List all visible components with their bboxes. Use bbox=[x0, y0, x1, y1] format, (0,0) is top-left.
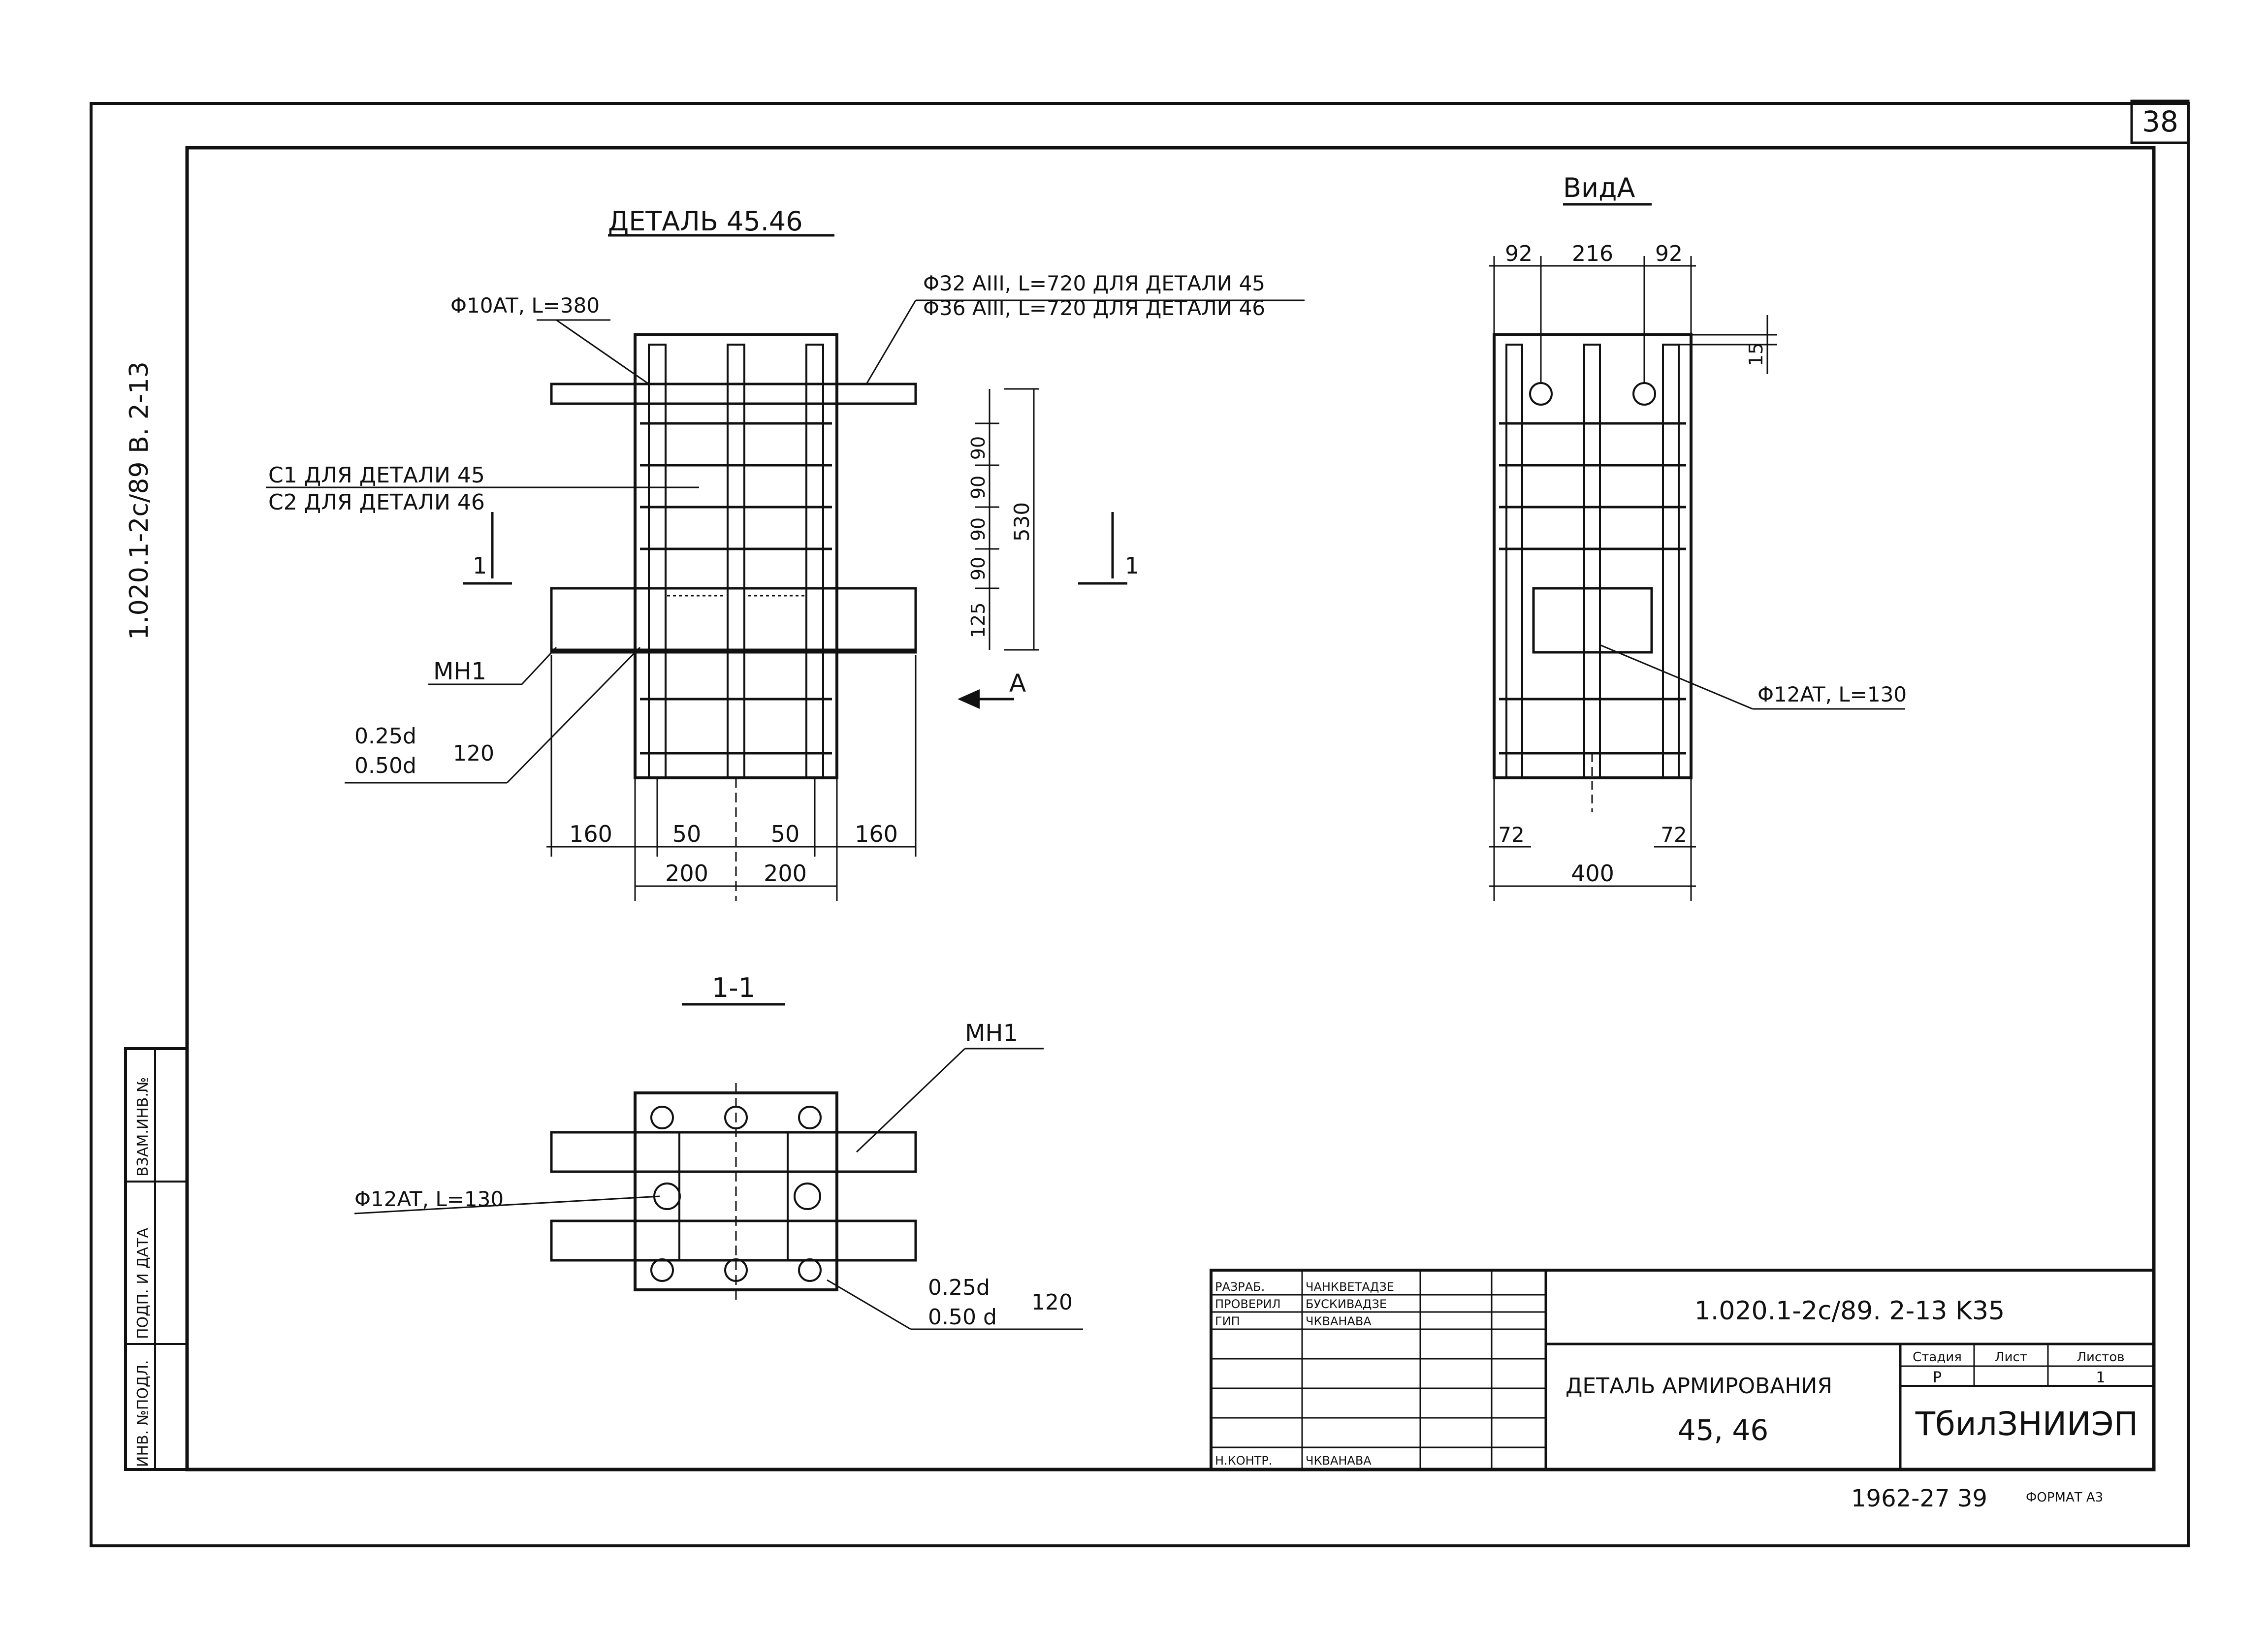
organization: ТбилЗНИИЭП bbox=[1915, 1405, 2139, 1443]
dim-b2-2: 200 bbox=[764, 860, 807, 887]
view-a-dim-b2: 72 bbox=[1661, 823, 1687, 847]
tb-name-4: ЧКВАНАВА bbox=[1306, 1454, 1372, 1468]
side-stamp-label-2: ПОДП. И ДАТА bbox=[134, 1227, 152, 1339]
section-1-1-drawing bbox=[354, 1003, 1083, 1330]
bar-label-46: Φ36 AIII, L=720 ДЛЯ ДЕТАЛИ 46 bbox=[923, 296, 1265, 320]
dim-v-4: 90 bbox=[967, 557, 989, 580]
sheet-frame bbox=[90, 99, 2190, 1547]
view-a-dim-2: 216 bbox=[1572, 241, 1613, 266]
tb-name-3: ЧКВАНАВА bbox=[1306, 1314, 1372, 1328]
sheet-number: 38 bbox=[2142, 105, 2178, 138]
bar-label-45: Φ32 AIII, L=720 ДЛЯ ДЕТАЛИ 45 bbox=[923, 271, 1265, 295]
detail-main-title: ДЕТАЛЬ 45.46 bbox=[608, 206, 803, 237]
side-stamp bbox=[124, 1047, 189, 1471]
side-code: 1.020.1-2c/89 B. 2-13 bbox=[125, 361, 154, 640]
detail-main-drawing bbox=[266, 234, 1305, 901]
weld-top: 0.25d bbox=[354, 724, 416, 749]
sheets-value: 1 bbox=[2096, 1369, 2105, 1386]
section-weld-length: 120 bbox=[1031, 1290, 1073, 1315]
rod-label-top: Φ10AT, L=380 bbox=[450, 293, 600, 318]
side-stamp-label-3: ВЗАМ.ИНВ.№ bbox=[134, 1077, 152, 1177]
tb-role-2: ПРОВЕРИЛ bbox=[1215, 1297, 1281, 1311]
view-arrow-label: A bbox=[1009, 669, 1026, 698]
dim-b1-1: 160 bbox=[569, 821, 612, 847]
sheet-number-box bbox=[2130, 99, 2190, 144]
dim-b2-1: 200 bbox=[665, 860, 708, 887]
drawing-title-line-2: 45, 46 bbox=[1678, 1413, 1768, 1447]
title-block bbox=[1210, 1269, 2155, 1471]
weld-length: 120 bbox=[453, 741, 494, 766]
stage-value: Р bbox=[1933, 1369, 1942, 1386]
c1-label: C1 ДЛЯ ДЕТАЛИ 45 bbox=[268, 463, 485, 488]
view-a-dim-b1: 72 bbox=[1498, 823, 1524, 847]
dim-b1-3: 50 bbox=[771, 821, 800, 847]
tb-role-4: Н.КОНТР. bbox=[1215, 1454, 1272, 1468]
c2-label: C2 ДЛЯ ДЕТАЛИ 46 bbox=[268, 490, 485, 515]
dim-b1-4: 160 bbox=[855, 821, 898, 847]
side-stamp-label-1: ИНВ. №ПОДЛ. bbox=[134, 1360, 152, 1467]
view-a-drawing bbox=[1489, 203, 1905, 901]
tb-role-1: РАЗРАБ. bbox=[1215, 1280, 1265, 1294]
dim-v-3: 90 bbox=[967, 517, 989, 541]
footer-numbers: 1962-27 39 bbox=[1851, 1485, 1987, 1512]
section-weld-top: 0.25d bbox=[928, 1275, 990, 1300]
section-rod-label: Φ12AT, L=130 bbox=[354, 1187, 504, 1211]
view-a-dim-total: 400 bbox=[1571, 860, 1614, 887]
view-a-dim-3: 92 bbox=[1655, 241, 1683, 266]
tb-name-1: ЧАНКВЕТАДЗЕ bbox=[1306, 1280, 1394, 1294]
tb-role-3: ГИП bbox=[1215, 1314, 1240, 1328]
stage-header: Стадия bbox=[1913, 1350, 1962, 1365]
section-1-1-title: 1-1 bbox=[712, 972, 755, 1003]
dim-v-1: 90 bbox=[967, 436, 989, 460]
drawing-title-line-1: ДЕТАЛЬ АРМИРОВАНИЯ bbox=[1565, 1374, 1832, 1399]
view-a-title: ВидА bbox=[1563, 172, 1635, 203]
dim-v-total: 530 bbox=[1010, 502, 1034, 542]
format-label: ФОРМАТ А3 bbox=[2026, 1490, 2103, 1505]
weld-bottom: 0.50d bbox=[354, 753, 416, 778]
view-a-dim-1: 92 bbox=[1505, 241, 1533, 266]
dim-v-2: 90 bbox=[967, 476, 989, 499]
section-mark-right: 1 bbox=[1125, 552, 1139, 579]
mh1-label: MH1 bbox=[433, 658, 486, 685]
dim-b1-2: 50 bbox=[672, 821, 702, 847]
document-code: 1.020.1-2c/89. 2-13 K35 bbox=[1694, 1296, 2005, 1326]
view-a-rod-label: Φ12AT, L=130 bbox=[1757, 682, 1907, 706]
view-a-dim-side: 15 bbox=[1745, 343, 1767, 366]
sheet-header: Лист bbox=[1995, 1350, 2027, 1365]
dim-v-5: 125 bbox=[967, 603, 989, 639]
section-mark-left: 1 bbox=[473, 552, 487, 579]
sheets-header: Листов bbox=[2076, 1350, 2124, 1365]
tb-name-2: БУСКИВАДЗЕ bbox=[1306, 1297, 1387, 1311]
section-mh1-label: MH1 bbox=[965, 1020, 1018, 1047]
section-weld-bottom: 0.50 d bbox=[928, 1305, 997, 1330]
